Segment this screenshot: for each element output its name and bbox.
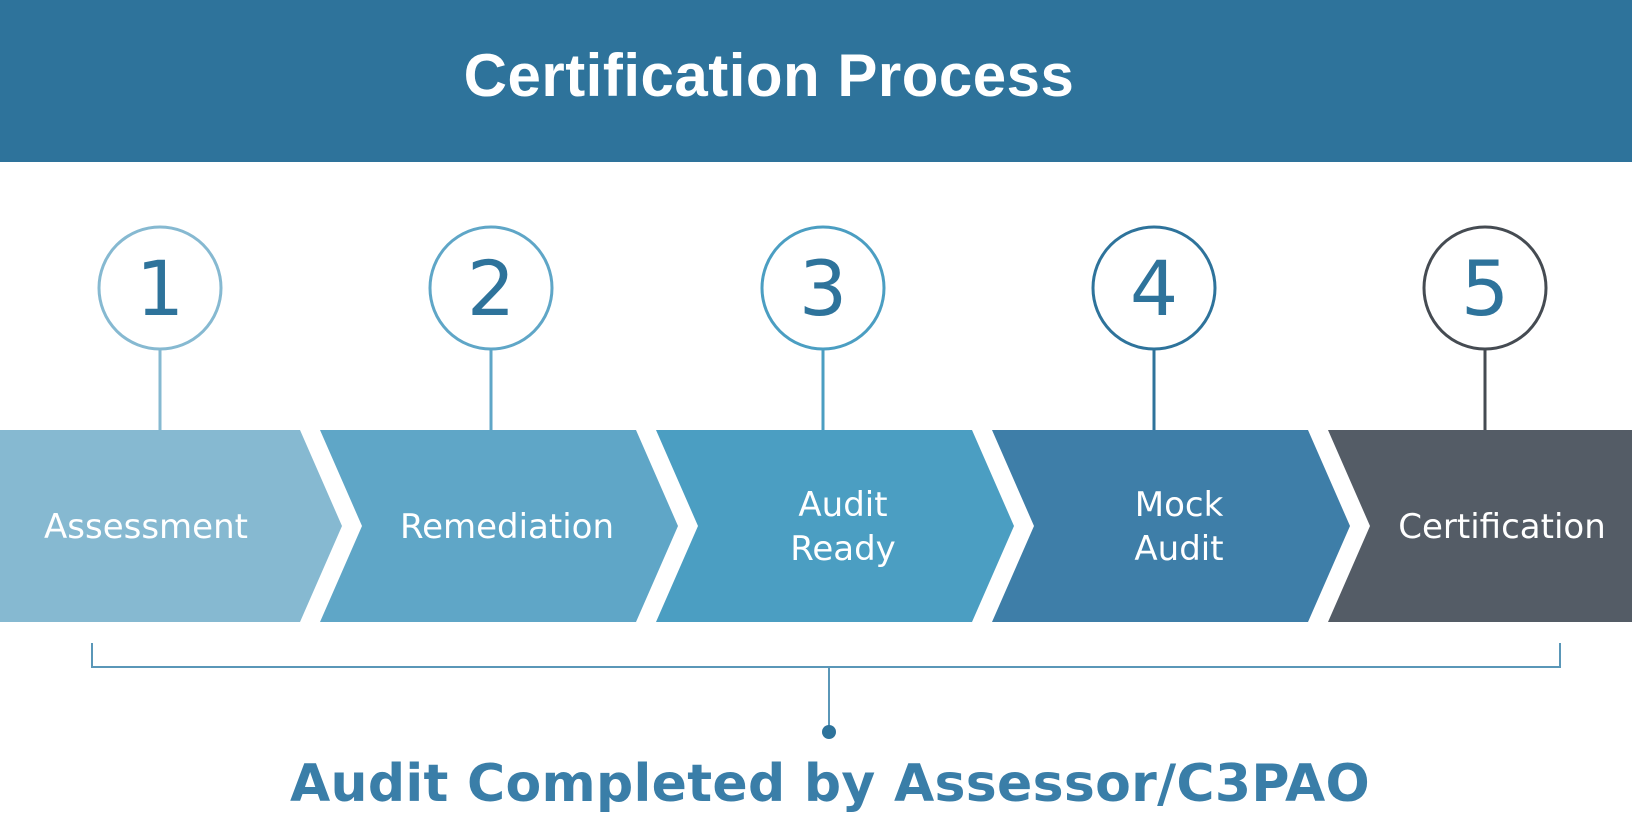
step-label: Certification [1398,507,1606,547]
step-label: Audit [1134,529,1223,569]
bracket-dot [822,725,836,739]
step-label: Assessment [44,507,248,547]
step-number-circle [1422,225,1548,351]
step-number: 1 [136,244,184,333]
footer-caption: Audit Completed by Assessor/C3PAO [289,754,1371,814]
step-chevron [992,430,1350,622]
page-title: Certification Process [463,42,1075,109]
step-label: Mock [1135,485,1224,525]
step-chevron [0,430,342,622]
step-chevron [1328,430,1632,622]
step-number-circle [428,225,554,351]
process-step-1: Assessment 1 [0,225,342,622]
step-number-circle [1091,225,1217,351]
step-label: Ready [790,529,896,569]
step-number: 2 [467,244,515,333]
step-label: Audit [798,485,887,525]
bracket [91,643,1561,739]
step-number: 4 [1130,244,1178,333]
steps-layer: Assessment1Remediation2AuditReady3MockAu… [0,225,1632,622]
step-chevron [320,430,678,622]
header-bar [0,0,1632,162]
step-chevron [656,430,1014,622]
step-number-circle [760,225,886,351]
bracket-line [91,643,1561,668]
step-number-circle [97,225,223,351]
step-number: 3 [799,244,847,333]
process-step-5: Certification 5 [1328,225,1632,622]
step-number: 5 [1461,244,1509,333]
process-step-2: Remediation 2 [320,225,678,622]
step-label: Remediation [400,507,614,547]
